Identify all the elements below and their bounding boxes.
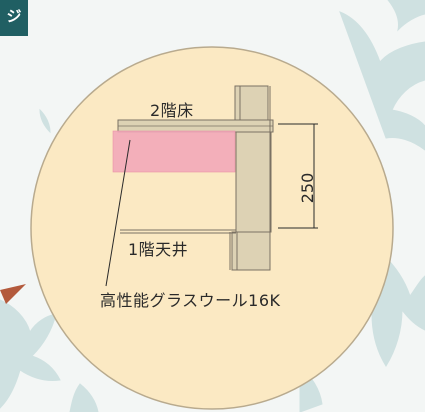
- insulation-block: [113, 131, 235, 172]
- detail-circle: [30, 46, 394, 410]
- arrow-marker-icon: [0, 284, 26, 304]
- floor-beam: [235, 131, 272, 233]
- second-floor-label: 2階床: [150, 101, 194, 120]
- dimension-label: 250: [298, 172, 317, 204]
- insulation-label: 高性能グラスウール16K: [100, 291, 281, 310]
- wall-section: [117, 85, 274, 271]
- corner-tag: ジ: [0, 0, 28, 36]
- dimension-250: [278, 123, 318, 229]
- first-floor-ceiling-label: 1階天井: [128, 240, 189, 259]
- insulation-leader-line: [105, 139, 131, 287]
